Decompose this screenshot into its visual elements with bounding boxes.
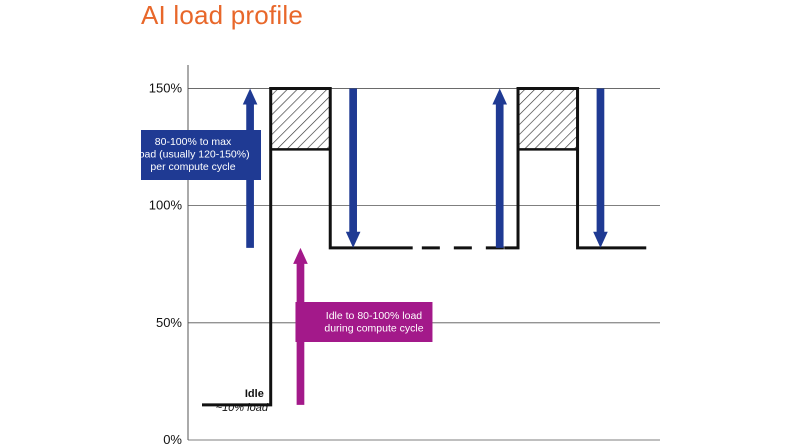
overload-region — [269, 87, 332, 151]
compute-load-callout — [295, 302, 433, 342]
chart-title: AI load profile — [141, 0, 303, 30]
blue-arrow — [345, 88, 361, 248]
profile-line — [202, 86, 413, 407]
idle-label: Idle — [245, 388, 264, 400]
idle-sublabel: ~10% load — [216, 402, 269, 414]
max-load-text: load (usually 120-150%) — [136, 149, 249, 161]
y-tick-label: 150% — [149, 80, 183, 95]
y-tick-label: 0% — [163, 432, 182, 445]
profile-line — [504, 86, 647, 250]
compute-load-text: Idle to 80-100% load — [326, 310, 422, 322]
compute-load-text: during compute cycle — [324, 323, 423, 335]
y-tick-label: 50% — [156, 315, 182, 330]
max-load-text: 80-100% to max — [155, 136, 232, 148]
blue-arrow — [492, 88, 508, 248]
overload-region — [516, 87, 579, 151]
y-tick-label: 100% — [149, 198, 183, 213]
max-load-callout — [141, 130, 261, 180]
blue-arrow — [593, 88, 608, 248]
max-load-text: per compute cycle — [150, 161, 235, 173]
